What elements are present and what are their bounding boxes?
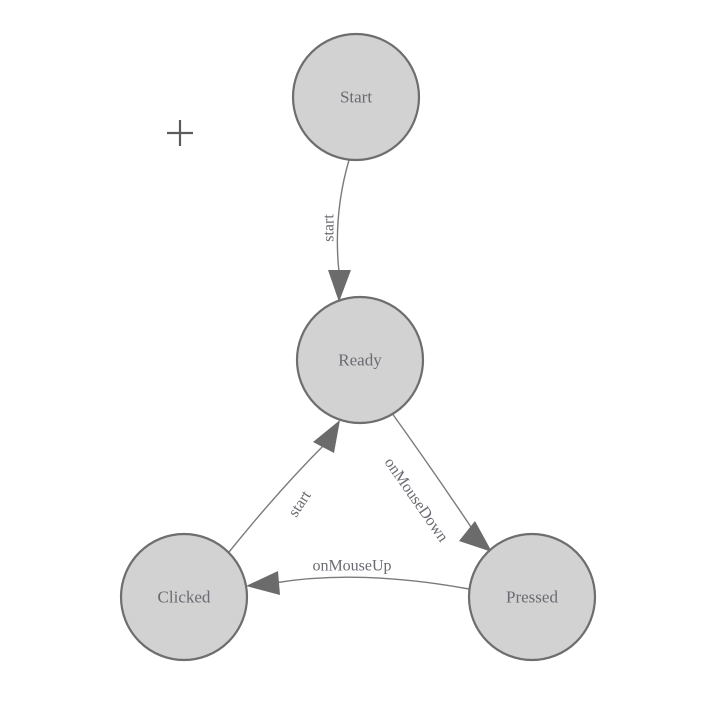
node-clicked-circle — [119, 532, 249, 662]
node-pressed-circle — [467, 532, 597, 662]
edge-label-pressed-to-clicked: onMouseUp — [312, 558, 391, 575]
node-ready-circle — [295, 295, 425, 425]
edge-clicked-to-ready-arrowhead — [313, 420, 340, 453]
node-ready[interactable]: Ready — [295, 295, 425, 425]
node-start-label: Start — [340, 88, 372, 107]
edge-label-clicked-to-ready: start — [285, 487, 315, 520]
edge-ready-to-pressed-path — [388, 408, 472, 528]
node-ready-label: Ready — [338, 351, 382, 370]
node-pressed-label: Pressed — [506, 588, 558, 607]
edge-clicked-to-ready-path — [228, 443, 326, 553]
edge-pressed-to-clicked-arrowhead — [246, 571, 280, 595]
node-start-circle — [291, 32, 421, 162]
crosshair-icon — [167, 120, 193, 146]
edge-start-to-ready-arrowhead — [328, 270, 351, 302]
edge-pressed-to-clicked-path — [273, 576, 470, 590]
edge-label-ready-to-pressed: onMouseDown — [381, 455, 452, 546]
edge-start-to-ready[interactable]: start — [321, 159, 352, 302]
node-pressed[interactable]: Pressed — [467, 532, 597, 662]
edge-start-to-ready-path — [336, 159, 350, 273]
edge-pressed-to-clicked[interactable]: onMouseUp — [246, 558, 470, 596]
node-start[interactable]: Start — [291, 32, 421, 162]
node-clicked-label: Clicked — [158, 588, 211, 607]
edge-ready-to-pressed[interactable]: onMouseDown — [381, 408, 492, 552]
edge-clicked-to-ready[interactable]: start — [228, 420, 340, 553]
edge-ready-to-pressed-arrowhead — [459, 521, 492, 552]
node-clicked[interactable]: Clicked — [119, 532, 249, 662]
edge-label-start-to-ready: start — [321, 214, 338, 242]
